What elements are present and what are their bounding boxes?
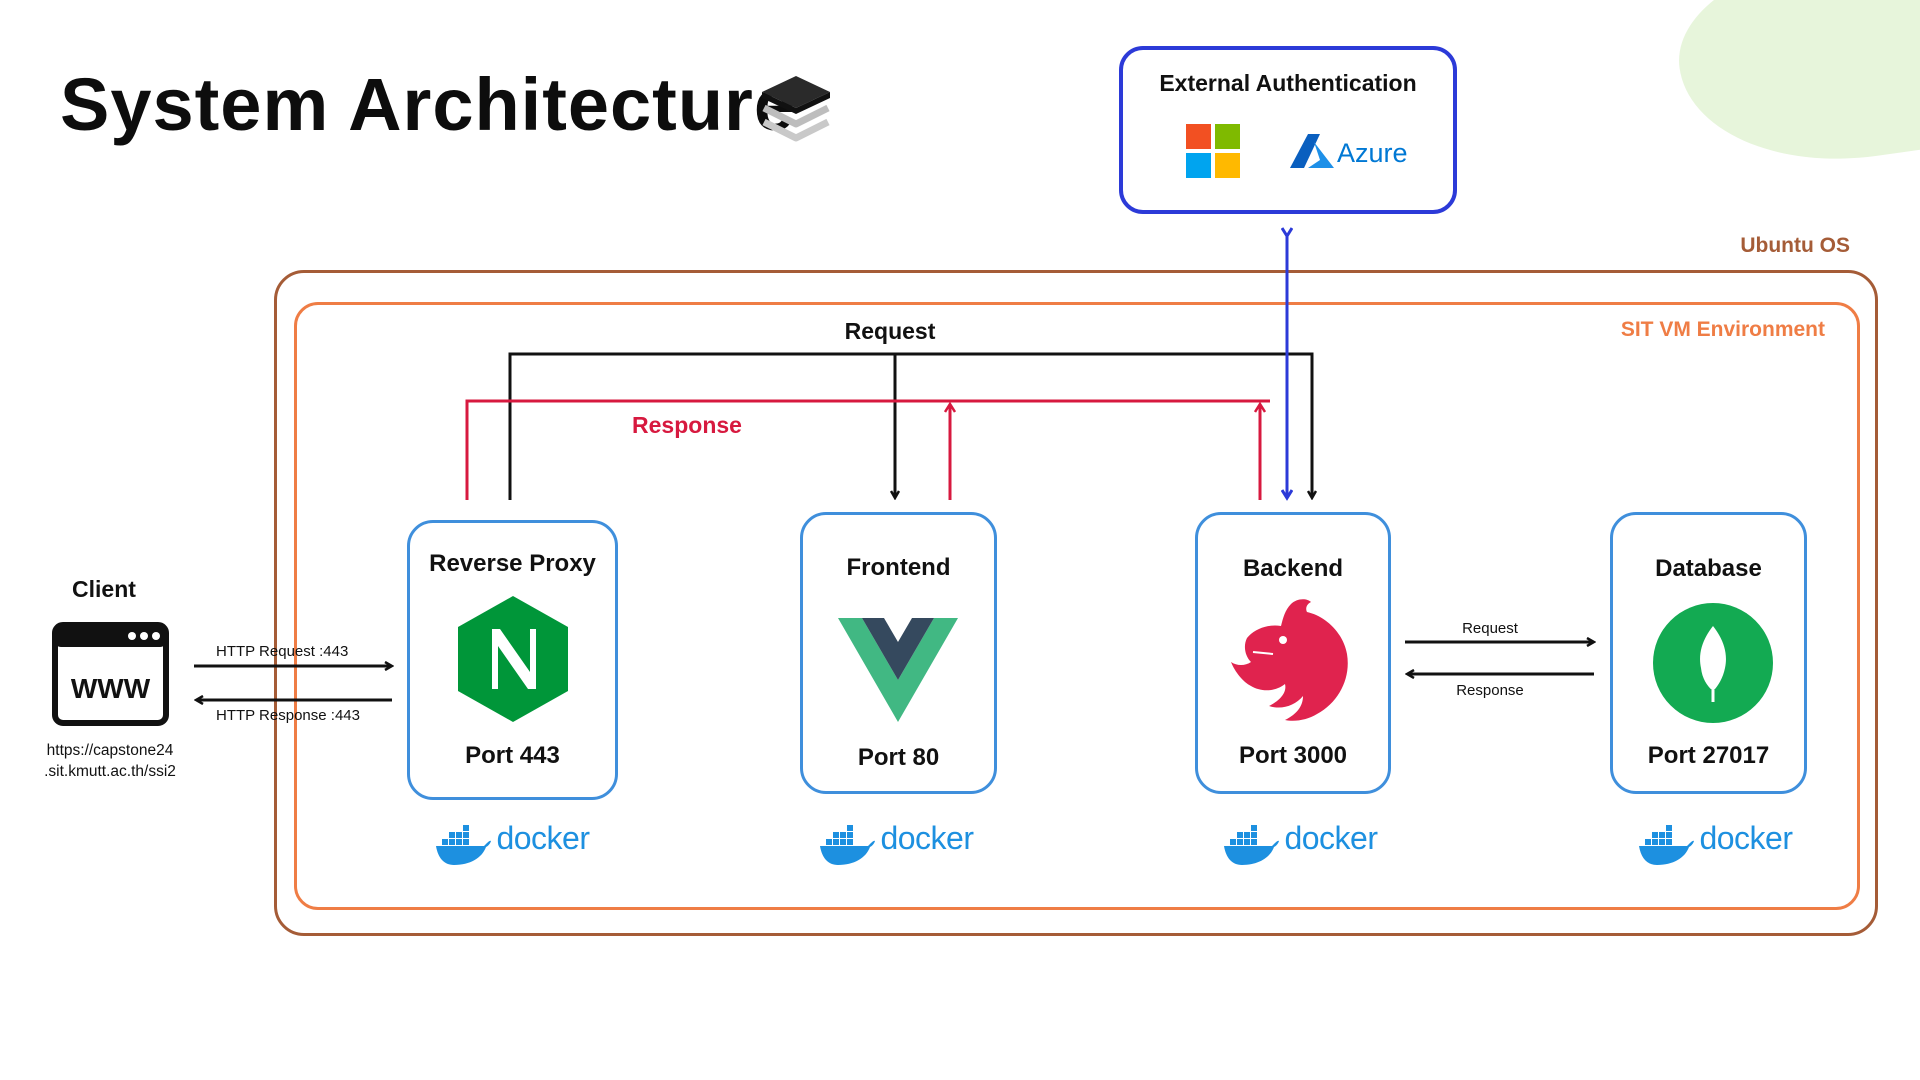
docker-whale-icon	[1224, 824, 1279, 865]
db-response-label: Response	[1456, 682, 1524, 699]
azure-label: Azure	[1337, 138, 1408, 168]
nginx-icon	[458, 596, 568, 722]
client-url: https://capstone24 .sit.kmutt.ac.th/ssi2	[30, 740, 190, 782]
docker-badge-backend: docker	[1222, 820, 1378, 866]
ubuntu-os-label: Ubuntu OS	[1740, 234, 1850, 257]
microsoft-icon	[1186, 124, 1240, 178]
reverse-proxy-name: Reverse Proxy	[429, 550, 596, 577]
docker-badge-frontend: docker	[818, 820, 974, 866]
backend-port: Port 3000	[1238, 742, 1348, 769]
http-request-label: HTTP Request :443	[216, 643, 349, 660]
client-url-line-1: https://capstone24	[46, 742, 174, 759]
docker-text: docker	[1699, 820, 1793, 856]
frontend-port: Port 80	[857, 744, 940, 771]
docker-text: docker	[1284, 820, 1378, 856]
request-line	[508, 352, 1312, 500]
client-url-line-2: .sit.kmutt.ac.th/ssi2	[44, 763, 176, 780]
docker-whale-icon	[436, 824, 491, 865]
docker-badge-database: docker	[1637, 820, 1793, 866]
docker-text: docker	[496, 820, 590, 856]
vm-environment-boundary	[294, 302, 1860, 910]
vm-environment-label: SIT VM Environment	[1620, 318, 1825, 341]
docker-text: docker	[880, 820, 974, 856]
database-name: Database	[1655, 555, 1762, 582]
azure-icon	[1290, 134, 1334, 168]
layers-stack-icon	[762, 76, 830, 142]
frontend-name: Frontend	[846, 554, 951, 581]
page-title: System Architecture	[60, 63, 796, 146]
external-auth-box	[1119, 46, 1457, 214]
request-label: Request	[844, 318, 936, 344]
mongodb-icon	[1653, 603, 1773, 723]
docker-badge-reverse-proxy: docker	[434, 820, 590, 866]
nestjs-icon	[1231, 599, 1348, 721]
response-line	[465, 399, 1270, 500]
www-text: WWW	[71, 673, 151, 704]
docker-whale-icon	[820, 824, 875, 865]
external-auth-title: External Authentication	[1159, 70, 1417, 96]
reverse-proxy-port: Port 443	[465, 742, 560, 769]
response-label: Response	[632, 412, 742, 438]
browser-window-icon: WWW	[52, 622, 169, 726]
vue-icon	[838, 618, 958, 722]
ubuntu-os-boundary	[274, 270, 1878, 936]
db-request-label: Request	[1462, 620, 1518, 637]
client-label: Client	[72, 576, 136, 602]
docker-whale-icon	[1639, 824, 1694, 865]
backend-name: Backend	[1242, 555, 1344, 582]
http-response-label: HTTP Response :443	[216, 707, 360, 724]
database-port: Port 27017	[1647, 742, 1770, 769]
